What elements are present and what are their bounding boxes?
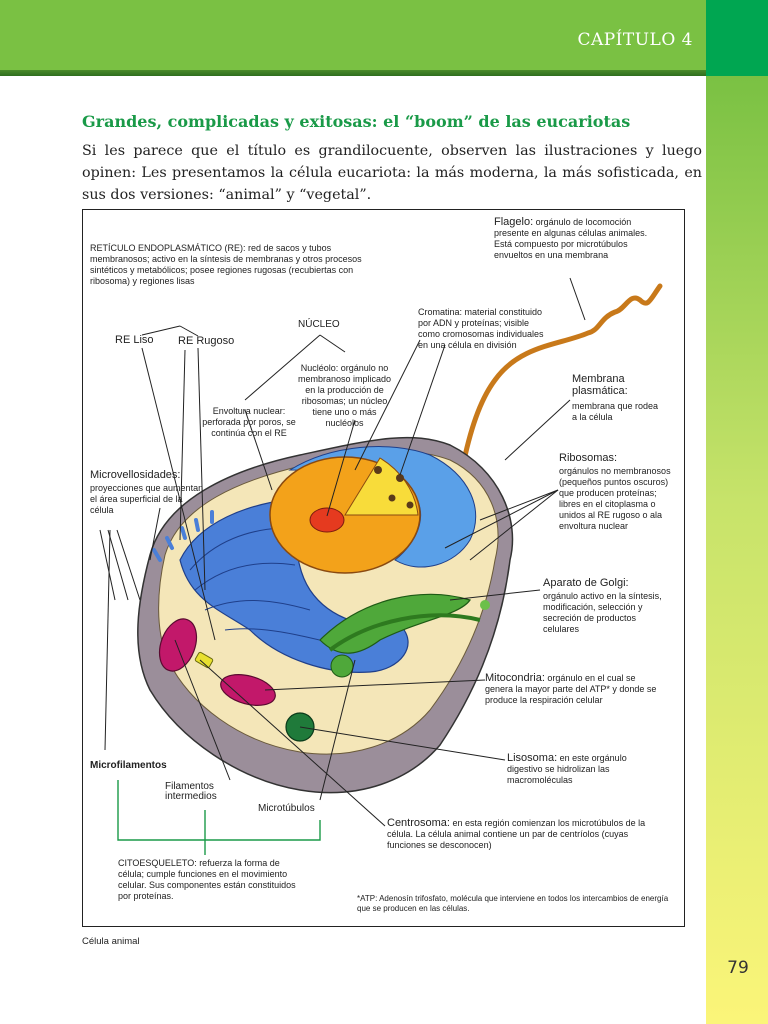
- label-mitocondria-head: Mitocondria:: [485, 672, 545, 684]
- label-membrana-head: Membrana plasmática:: [572, 373, 628, 397]
- label-nucleolo: Nucléolo: orgánulo no membranoso implica…: [297, 363, 392, 428]
- label-cromatina: Cromatina: material constituido por ADN …: [418, 307, 544, 350]
- label-centrosoma-head: Centrosoma:: [387, 817, 450, 829]
- nucleolus: [309, 507, 345, 533]
- label-filamentos-intermedios: Filamentos intermedios: [165, 781, 217, 802]
- figure-frame: [82, 209, 685, 927]
- label-mitocondria-desc: orgánulo en el cual se genera la mayor p…: [485, 673, 657, 705]
- cytoskeleton-bracket: [117, 780, 321, 855]
- page-number: 79: [727, 958, 749, 978]
- label-envoltura: Envoltura nuclear: perforada por poros, …: [202, 406, 296, 438]
- label-centrosoma: Centrosoma: en esta región comienzan los…: [387, 818, 669, 851]
- label-membrana-desc: membrana que rodea a la célula: [572, 401, 659, 422]
- label-flagelo-desc: orgánulo de locomoción presente en algun…: [494, 217, 648, 260]
- microvilli: [152, 510, 214, 562]
- label-ribosomas-desc: orgánulos no membranosos (pequeños punto…: [559, 466, 671, 531]
- label-nucleo: NÚCLEO: [298, 319, 340, 330]
- label-microtubulos: Microtúbulos: [258, 803, 315, 814]
- flagellum: [459, 283, 663, 473]
- label-golgi-desc: orgánulo activo en la síntesis, modifica…: [543, 591, 662, 634]
- side-gradient-bar: [706, 0, 768, 1024]
- label-centrosoma-desc: en esta región comienzan los microtúbulo…: [387, 818, 646, 850]
- header-bar: [0, 0, 706, 70]
- label-ribosomas-head: Ribosomas:: [559, 452, 618, 464]
- label-citoesqueleto: CITOESQUELETO: refuerza la forma de célu…: [118, 858, 296, 901]
- header-divider: [0, 70, 706, 76]
- section-title: Grandes, complicadas y exitosas: el “boo…: [82, 112, 631, 131]
- figure-caption: Célula animal: [82, 936, 140, 947]
- label-golgi-head: Aparato de Golgi:: [543, 577, 629, 589]
- label-reticulo: RETÍCULO ENDOPLASMÁTICO (RE): red de sac…: [90, 243, 380, 287]
- golgi-apparatus: [319, 593, 471, 654]
- mitochondrion-1: [158, 618, 198, 672]
- centriole: [194, 651, 214, 669]
- label-microvellosidades-head: Microvellosidades:: [90, 469, 181, 481]
- label-flagelo-head: Flagelo:: [494, 216, 534, 228]
- label-lisosoma-head: Lisosoma:: [507, 752, 558, 764]
- intro-paragraph: Si les parece que el título es grandiloc…: [82, 143, 702, 203]
- label-lisosoma-desc: en este orgánulo digestivo se hidrolizan…: [507, 753, 627, 785]
- label-lisosoma: Lisosoma: en este orgánulo digestivo se …: [507, 753, 647, 786]
- label-re-rugoso: RE Rugoso: [178, 335, 235, 347]
- chapter-label: CAPÍTULO 4: [577, 30, 693, 50]
- label-microfilamentos: Microfilamentos: [90, 760, 167, 771]
- label-mitocondria: Mitocondria: orgánulo en el cual se gene…: [485, 673, 660, 706]
- mitochondrion-2: [220, 674, 276, 706]
- nucleus-cutaway: [344, 457, 419, 516]
- label-reticulo-head: RETÍCULO ENDOPLASMÁTICO (RE):: [90, 243, 246, 253]
- label-microvellosidades-desc: proyecciones que aumentan el área superf…: [90, 483, 204, 515]
- label-flagelo: Flagelo: orgánulo de locomoción presente…: [494, 217, 654, 261]
- label-reticulo-desc: red de sacos y tubos membranosos; activo…: [90, 243, 362, 286]
- atp-footnote: *ATP: Adenosín trifosfato, molécula que …: [357, 894, 669, 913]
- label-re-liso: RE Liso: [115, 334, 154, 346]
